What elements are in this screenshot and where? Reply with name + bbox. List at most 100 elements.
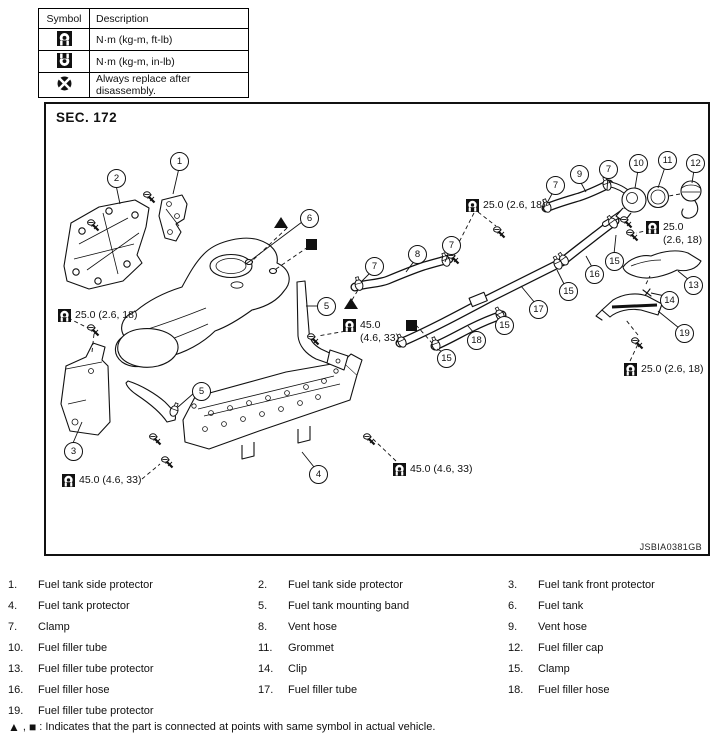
replace-icon [57, 76, 71, 91]
part-label: Fuel filler cap [538, 641, 604, 654]
part-number: 3. [508, 578, 518, 591]
torque-icon [393, 463, 406, 476]
part-number: 6. [508, 599, 518, 612]
callout-7: 7 [599, 160, 618, 179]
part-label: Fuel tank side protector [288, 578, 403, 591]
part-list-item: 8.Vent hose [258, 616, 508, 637]
callout-19: 19 [675, 324, 694, 343]
part-list-item: 2. Fuel tank side protector [258, 574, 508, 595]
callout-10: 10 [629, 154, 648, 173]
torque-value: 45.0 (4.6, 33) [79, 474, 142, 486]
part-label: Fuel filler tube protector [38, 662, 154, 675]
callout-7: 7 [546, 176, 565, 195]
callout-4: 4 [309, 465, 328, 484]
part-list-item: 12.Fuel filler cap [508, 637, 714, 658]
part-label: Fuel tank protector [38, 599, 130, 612]
torque-ftlb-icon [56, 30, 72, 46]
part-list-item: 14. Clip [258, 658, 508, 679]
torque-inlb-icon [56, 52, 72, 68]
part-label: Fuel tank front protector [538, 578, 655, 591]
legend-description: N·m (kg-m, ft-lb) [89, 28, 249, 51]
callout-5: 5 [317, 297, 336, 316]
torque-value: 25.0 (2.6, 18) [641, 363, 704, 375]
torque-icon [58, 309, 71, 322]
figure-code: JSBIA0381GB [639, 542, 702, 552]
part-label: Fuel tank [538, 599, 584, 612]
square-symbol: ■ [28, 720, 37, 734]
callout-9: 9 [570, 165, 589, 184]
part-number: 13. [8, 662, 24, 675]
callout-14: 14 [660, 291, 679, 310]
part-list-item: 4.Fuel tank protector [8, 595, 258, 616]
part-number: 16. [8, 683, 24, 696]
part-label: Fuel filler hose [38, 683, 110, 696]
torque-icon [466, 199, 479, 212]
part-label: Grommet [288, 641, 334, 654]
footnote: ▲,■ : Indicates that the part is connect… [8, 721, 435, 733]
part-number: 2. [258, 578, 268, 591]
part-label: Fuel tank side protector [38, 578, 153, 591]
torque-value: 45.0 (4.6, 33) [410, 463, 473, 475]
part-list-item: 17. Fuel filler tube [258, 679, 508, 700]
part-list-item: 13. Fuel filler tube protector [8, 658, 258, 679]
part-number: 19. [8, 704, 24, 717]
part-label: Vent hose [538, 620, 587, 633]
torque-icon [624, 363, 637, 376]
part-label: Fuel filler tube [288, 683, 358, 696]
part-number: 9. [508, 620, 518, 633]
callout-17: 17 [529, 300, 548, 319]
part-number: 18. [508, 683, 524, 696]
parts-list: 1. Fuel tank side protector 2. Fuel tank si… [8, 574, 714, 721]
part-list-item: 5.Fuel tank mounting band [258, 595, 508, 616]
footnote-comma: , [22, 721, 26, 733]
part-number: 14. [258, 662, 274, 675]
callout-6: 6 [300, 209, 319, 228]
torque-label: 45.0 (4.6, 33) [393, 463, 472, 476]
part-list-item: 18. Fuel filler hose [508, 679, 714, 700]
part-label: Fuel filler tube protector [38, 704, 154, 717]
callout-3: 3 [64, 442, 83, 461]
part-list-item: 1. Fuel tank side protector [8, 574, 258, 595]
callout-15: 15 [437, 349, 456, 368]
part-list-item: 7. Clamp [8, 616, 258, 637]
part-list-item: 19. Fuel filler tube protector [8, 700, 258, 721]
part-number: 17. [258, 683, 274, 696]
part-label: Clamp [538, 662, 570, 675]
part-list-item: 3. Fuel tank front protector [508, 574, 714, 595]
callout-7: 7 [442, 236, 461, 255]
symbol-legend-table: Symbol Description N·m (kg-m, ft-lb) [38, 8, 249, 98]
part-list-item: 11.Grommet [258, 637, 508, 658]
part-number: 10. [8, 641, 24, 654]
legend-symbol-header: Symbol [38, 8, 90, 29]
torque-label: 25.0 (2.6, 18) [466, 199, 545, 212]
part-label: Fuel filler hose [538, 683, 610, 696]
callout-18: 18 [467, 331, 486, 350]
torque-icon [343, 319, 356, 332]
callout-15: 15 [559, 282, 578, 301]
part-label: Clamp [38, 620, 70, 633]
part-list-item: 6. Fuel tank [508, 595, 714, 616]
torque-value: 25.0(2.6, 18) [663, 221, 703, 246]
legend-row: N·m (kg-m, in-lb) [38, 50, 249, 73]
part-number: 15. [508, 662, 524, 675]
torque-label: 25.0 (2.6, 18) [58, 309, 137, 322]
exploded-view-art [60, 166, 702, 480]
connection-square-symbol [406, 320, 417, 331]
part-number: 7. [8, 620, 18, 633]
torque-value: 25.0 (2.6, 18) [483, 199, 546, 211]
part-number: 8. [258, 620, 268, 633]
part-list-item: 16. Fuel filler hose [8, 679, 258, 700]
footnote-text: : Indicates that the part is connected a… [39, 721, 436, 733]
callout-2: 2 [107, 169, 126, 188]
connection-triangle-symbol [344, 298, 358, 309]
torque-value: 25.0 (2.6, 18) [75, 309, 138, 321]
legend-row: Always replace after disassembly. [38, 72, 249, 98]
part-label: Fuel filler tube [38, 641, 108, 654]
connection-square-symbol [306, 239, 317, 250]
callout-7: 7 [365, 257, 384, 276]
triangle-symbol: ▲ [8, 720, 20, 734]
part-number: 1. [8, 578, 18, 591]
part-list-item: 15. Clamp [508, 658, 714, 679]
part-label: Clip [288, 662, 307, 675]
torque-value: 45.0(4.6, 33) [360, 319, 400, 344]
